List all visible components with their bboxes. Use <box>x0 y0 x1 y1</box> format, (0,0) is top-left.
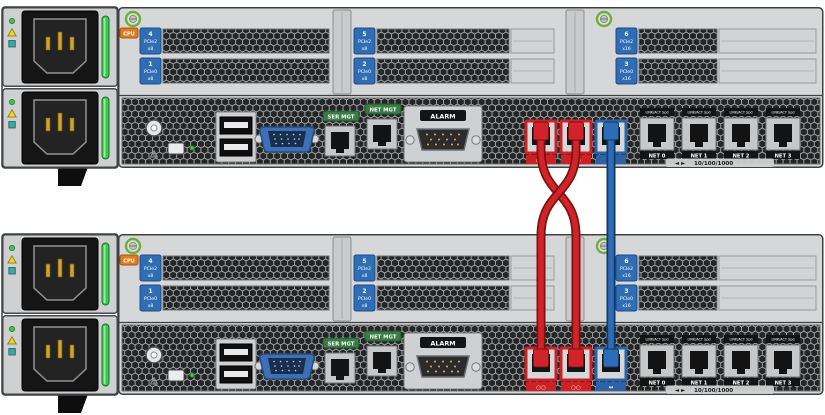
server-top <box>2 7 823 186</box>
cluster-cables <box>533 121 619 368</box>
cable-plugs <box>533 121 619 368</box>
cluster-serial-cable-2 <box>536 125 581 365</box>
server-bottom <box>2 234 823 413</box>
